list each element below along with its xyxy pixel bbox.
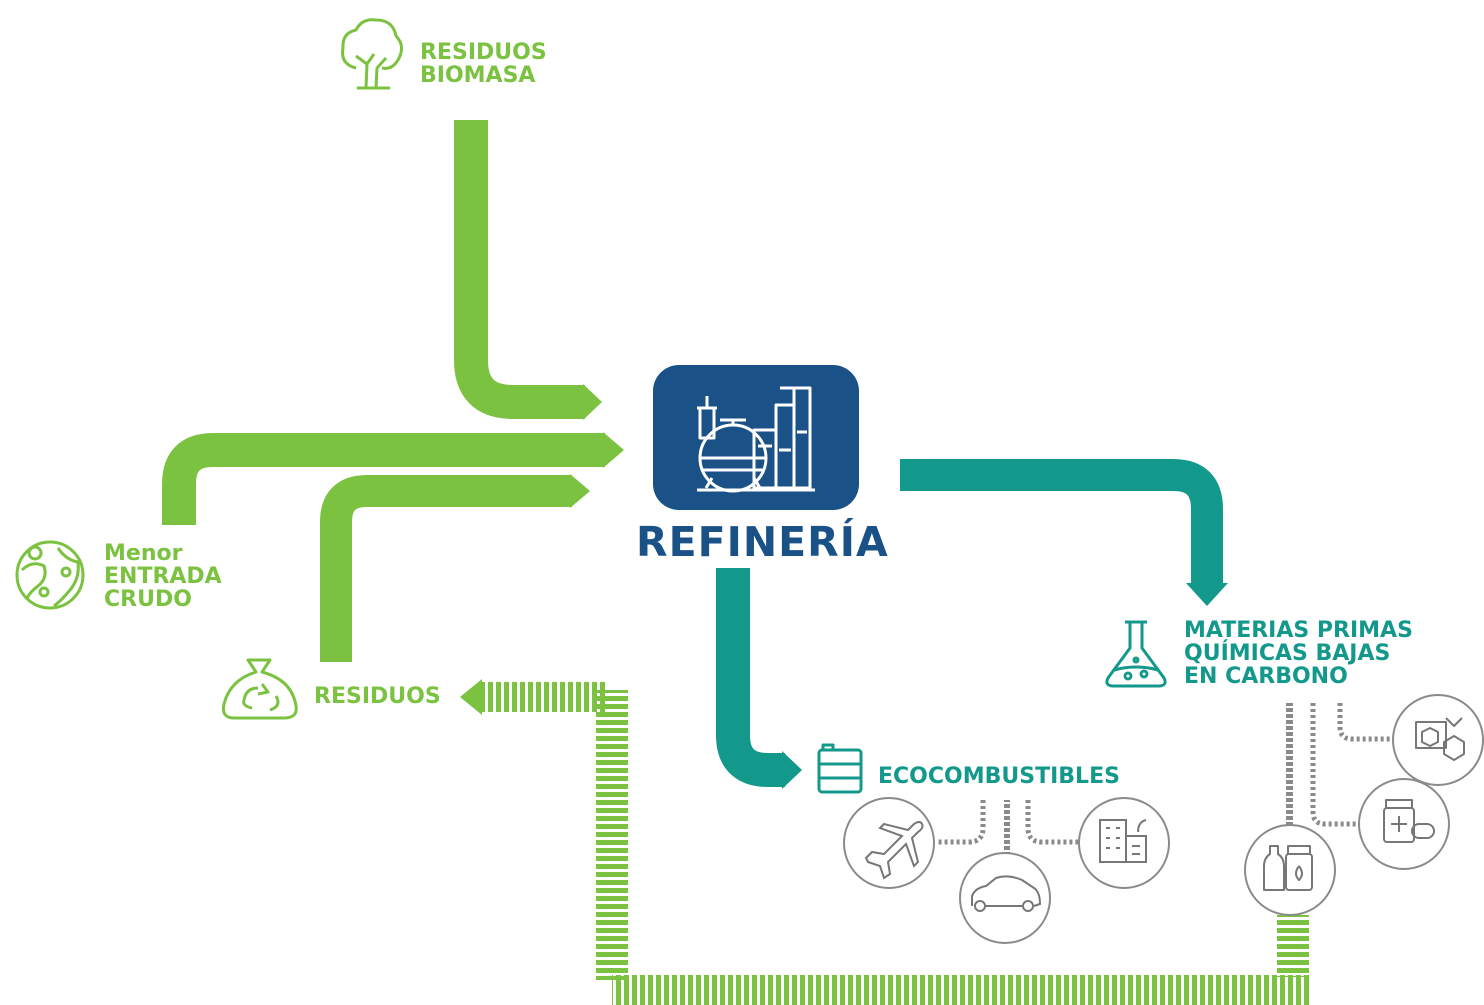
recycle-bag-icon bbox=[222, 658, 298, 720]
chemicals-arrow bbox=[900, 459, 1228, 606]
waste-label-text: RESIDUOS bbox=[314, 684, 441, 709]
chemical-connectors bbox=[1286, 703, 1392, 831]
globe-icon bbox=[15, 540, 85, 610]
car-icon bbox=[959, 852, 1051, 944]
fuel-barrel-icon bbox=[817, 743, 863, 794]
biomass-label-line1: RESIDUOS bbox=[420, 40, 547, 65]
crude-label-line1: Menor bbox=[104, 541, 183, 566]
chemicals-label-line1: MATERIAS PRIMAS bbox=[1184, 618, 1413, 643]
bottles-icon bbox=[1244, 824, 1336, 916]
medicine-icon bbox=[1358, 778, 1450, 870]
waste-label: RESIDUOS bbox=[314, 685, 441, 708]
packages-icon bbox=[1392, 694, 1484, 786]
refinery-icon bbox=[653, 365, 859, 510]
chemicals-label-line3: EN CARBONO bbox=[1184, 664, 1348, 689]
ecofuels-label: ECOCOMBUSTIBLES bbox=[878, 765, 1120, 788]
tree-icon bbox=[341, 18, 403, 90]
refinery-label: REFINERÍA bbox=[636, 518, 889, 566]
biomass-label-line2: BIOMASA bbox=[420, 63, 536, 88]
crude-label: Menor ENTRADA CRUDO bbox=[104, 542, 222, 611]
ecofuels-arrow bbox=[716, 568, 802, 789]
crude-label-line2: ENTRADA bbox=[104, 564, 222, 589]
crude-label-line3: CRUDO bbox=[104, 587, 192, 612]
crude-arrow bbox=[162, 432, 624, 525]
ecofuel-connectors bbox=[937, 800, 1078, 860]
waste-arrow bbox=[320, 474, 590, 662]
biomass-arrow bbox=[454, 120, 602, 420]
recycle-loop-arrow bbox=[460, 679, 1309, 1005]
biomass-label: RESIDUOS BIOMASA bbox=[420, 41, 547, 87]
chemicals-label-line2: QUÍMICAS BAJAS bbox=[1184, 641, 1391, 666]
airplane-icon bbox=[843, 797, 935, 889]
building-icon bbox=[1078, 797, 1170, 889]
chemicals-label: MATERIAS PRIMAS QUÍMICAS BAJAS EN CARBON… bbox=[1184, 619, 1413, 688]
ecofuels-label-text: ECOCOMBUSTIBLES bbox=[878, 764, 1120, 789]
flask-icon bbox=[1105, 620, 1167, 688]
